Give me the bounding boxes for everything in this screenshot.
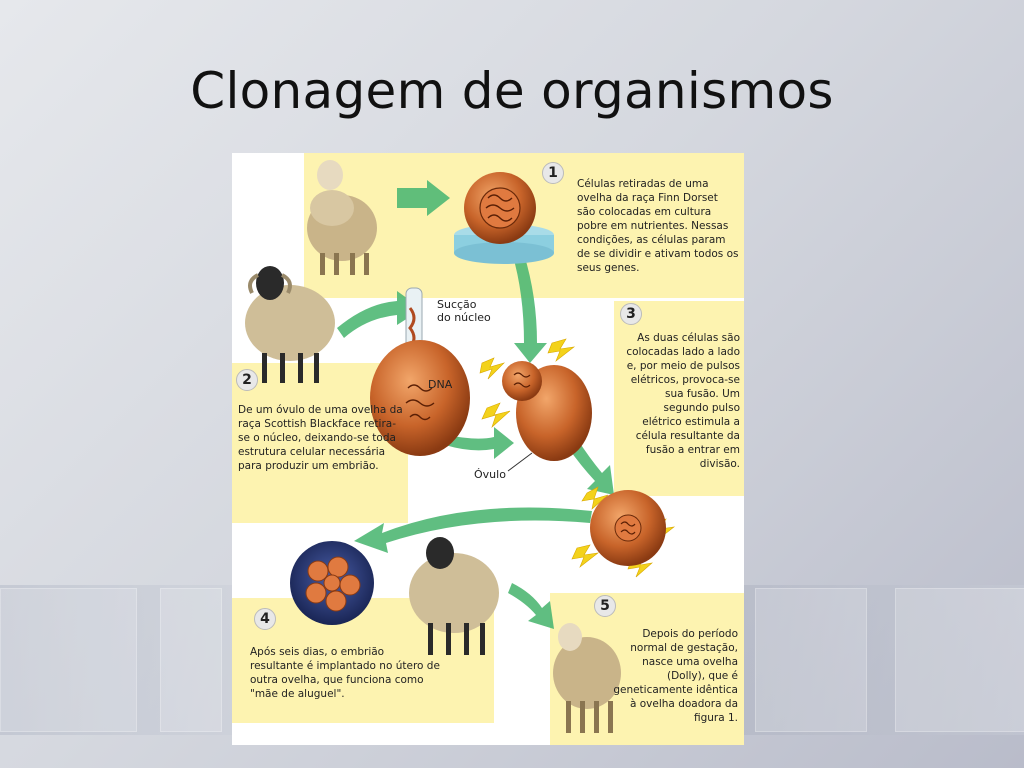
step-number: 2 — [236, 369, 258, 391]
diagram-artwork — [245, 160, 676, 733]
culture-dish-icon — [454, 224, 554, 264]
step-number: 3 — [620, 303, 642, 325]
background-tile — [895, 588, 1024, 732]
dolly-sheep-icon — [553, 623, 621, 733]
dna-label: DNA — [428, 378, 453, 391]
cloning-diagram: 1 2 3 4 5 Células retiradas de uma ovelh… — [232, 153, 744, 745]
ovulo-label: Óvulo — [474, 468, 506, 481]
slide-title: Clonagem de organismos — [190, 62, 834, 120]
fused-cell-icon — [590, 490, 666, 566]
step-2-caption: De um óvulo de uma ovelha da raça Scotti… — [238, 404, 403, 472]
suction-label-line2: do núcleo — [437, 311, 491, 324]
step-4-caption: Após seis dias, o embrião resultante é i… — [250, 646, 440, 700]
scottish-blackface-sheep-icon — [245, 266, 335, 383]
background-tile — [755, 588, 867, 732]
step-number: 5 — [594, 595, 616, 617]
step-3-caption: As duas células são colocadas lado a lad… — [626, 332, 740, 470]
suction-label-line1: Sucção — [437, 298, 477, 311]
embryo-icon — [290, 541, 374, 625]
step-5-caption: Depois do período normal de gestação, na… — [613, 628, 738, 724]
surrogate-sheep-icon — [409, 537, 499, 655]
finn-dorset-sheep-icon — [307, 160, 377, 275]
suction-label: Sucção do núcleo — [437, 298, 491, 324]
donor-cell-small-icon — [502, 361, 542, 401]
donor-cell-icon — [464, 172, 536, 244]
step-number: 1 — [542, 162, 564, 184]
ovulo-pointer — [507, 452, 533, 472]
step-number: 4 — [254, 608, 276, 630]
panel-step-3 — [614, 301, 744, 496]
step-1-caption: Células retiradas de uma ovelha da raça … — [577, 178, 739, 274]
background-tile — [0, 588, 137, 732]
background-tile — [160, 588, 222, 732]
ovum-cell-icon — [370, 340, 470, 456]
